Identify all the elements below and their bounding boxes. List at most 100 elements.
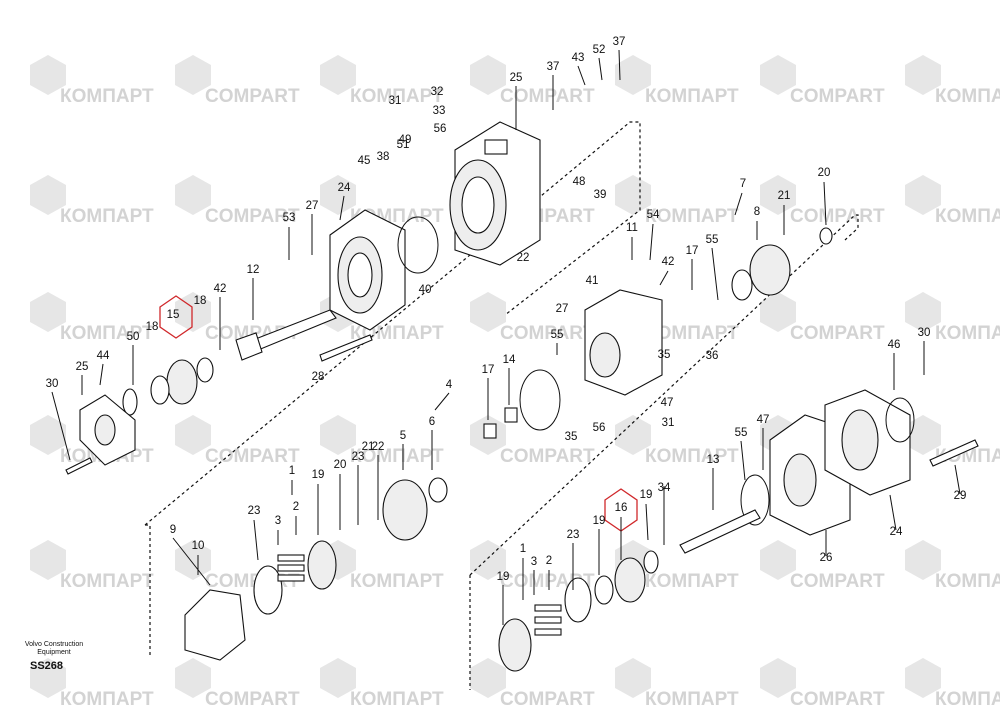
plate-24-left [253,565,283,615]
callout-1: 1 [520,543,526,555]
leader-line [434,392,450,411]
watermark-text: COMPART [205,206,300,227]
pump-housing-upper [449,121,541,266]
watermark-text: КОМПАРТ [935,689,1000,705]
pump-cover-upper [329,209,406,331]
callout-28: 28 [312,371,325,383]
watermark-text: COMPART [790,86,885,107]
callout-52: 52 [593,44,606,56]
credit-line-1: Volvo Construction [24,641,84,648]
watermark-text: COMPART [790,206,885,227]
leader-line [659,270,669,286]
bolt-31-left [65,457,93,475]
watermark-text: КОМПАРТ [350,446,444,467]
piston-8 [749,244,791,296]
watermark-tile: COMPART [760,55,885,107]
watermark-tile: КОМПАРТ [615,55,739,107]
callout-39: 39 [594,189,607,201]
watermark-text: КОМПАРТ [935,206,1000,227]
leader-line [954,464,961,495]
leader-line [711,247,719,301]
watermark-text: КОМПАРТ [350,86,444,107]
bushing-18 [483,423,497,439]
watermark-text: COMPART [500,86,595,107]
watermark-tile: COMPART [760,658,885,705]
callout-55: 55 [706,234,719,246]
callout-51: 51 [397,139,410,151]
watermark-tile: КОМПАРТ [30,540,154,592]
callout-6: 6 [429,416,435,428]
o-ring-47-lower [885,397,915,443]
bearing-6 [428,477,448,503]
leader-line [339,195,345,221]
credit-line-2: Equipment [37,649,71,656]
watermark-tile: COMPART [470,658,595,705]
drive-shaft-lower [679,509,761,554]
watermark-text: COMPART [205,86,300,107]
callout-31: 31 [389,95,402,107]
callout-17: 17 [686,245,699,257]
watermark-text: COMPART [500,446,595,467]
callout-30: 30 [46,378,59,390]
ring-21-right [819,227,833,245]
watermark-text: КОМПАРТ [935,323,1000,344]
callout-35: 35 [658,349,671,361]
callout-46: 46 [888,339,901,351]
watermark-tile: КОМПАРТ [905,658,1000,705]
watermark-tile: COMPART [175,415,300,467]
bushing-16 [504,407,518,423]
watermark-tile: КОМПАРТ [905,415,1000,467]
swash-plate [184,589,246,661]
watermark-tile: COMPART [175,175,300,227]
ring-52 [122,388,138,416]
callout-1: 1 [289,465,295,477]
highlight-hexagon-upper [159,295,193,339]
assembly-outline-left [145,524,151,655]
callout-5: 5 [400,430,406,442]
leader-line [172,537,211,586]
callout-14: 14 [503,354,516,366]
callout-3: 3 [275,515,281,527]
sheet-id: SS268 [30,660,64,672]
leader-line [51,391,71,461]
regulator-block [584,289,663,396]
callout-42: 42 [214,283,227,295]
watermark-text: КОМПАРТ [645,86,739,107]
cylinder-block [382,479,428,541]
callout-27: 27 [556,303,569,315]
watermark-tile: КОМПАРТ [30,55,154,107]
ring-9 [731,269,753,301]
leader-line [577,65,586,86]
callout-22: 22 [517,252,530,264]
watermark-tile: КОМПАРТ [905,175,1000,227]
callout-32: 32 [431,86,444,98]
callout-3: 3 [531,556,537,568]
watermark-tile: КОМПАРТ [615,415,739,467]
watermark-tile: КОМПАРТ [905,292,1000,344]
plate-20-left [307,540,337,590]
watermark-text: КОМПАРТ [645,206,739,227]
callout-12: 12 [247,264,260,276]
callout-17: 17 [482,364,495,376]
watermark-tile: КОМПАРТ [320,540,444,592]
watermark-tile: COMPART [760,292,885,344]
watermark-tile: COMPART [175,658,300,705]
drive-shaft-upper [235,309,337,361]
callout-34: 34 [658,482,671,494]
callout-18: 18 [146,321,159,333]
watermark-text: КОМПАРТ [60,206,154,227]
watermark-text: КОМПАРТ [60,571,154,592]
callout-56: 56 [434,123,447,135]
watermark-tile: COMPART [470,55,595,107]
plate-24-lower [564,577,592,623]
ring-19b-lower [643,550,659,574]
callout-15: 15 [167,309,180,321]
callout-42: 42 [662,256,675,268]
highlight-layer [159,295,638,532]
watermark-tile: COMPART [760,540,885,592]
plate-20-lower [498,618,532,672]
watermark-text: COMPART [790,571,885,592]
callout-19: 19 [497,571,510,583]
callout-25: 25 [510,72,523,84]
callout-54: 54 [647,209,660,221]
